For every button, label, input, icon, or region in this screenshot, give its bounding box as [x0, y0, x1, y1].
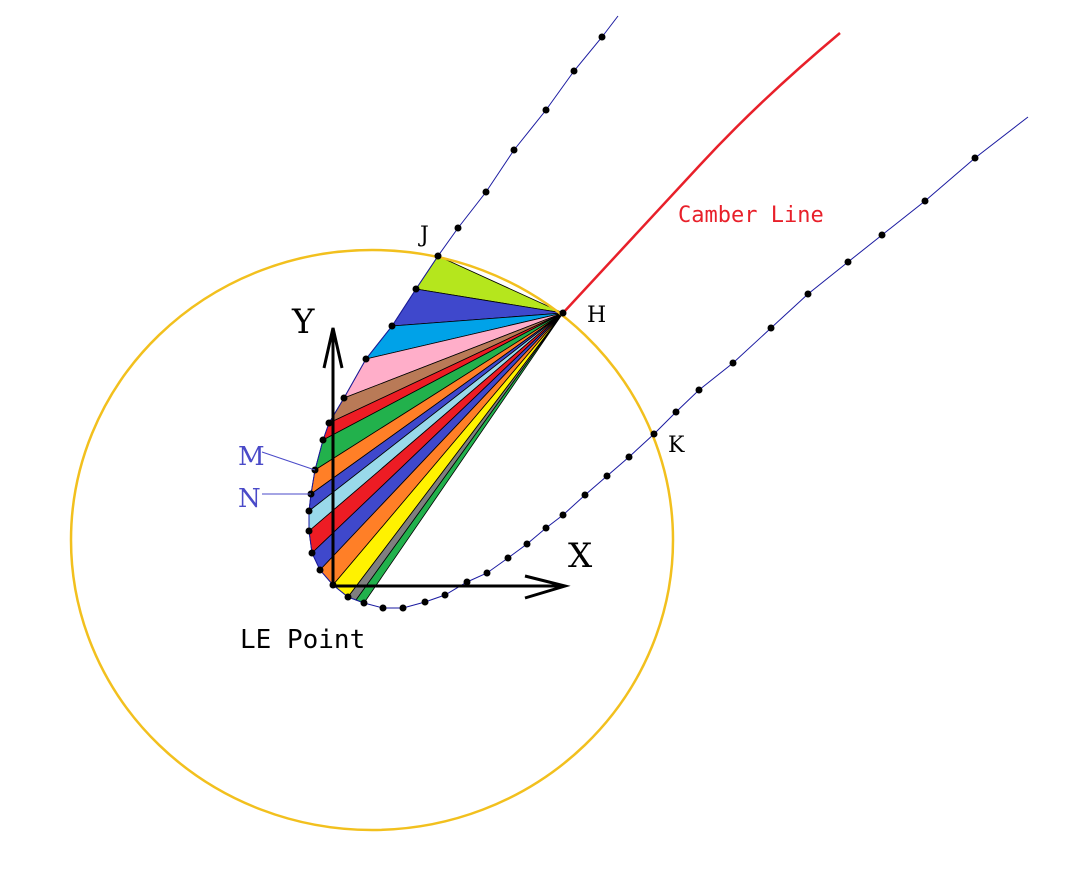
- surface-point-dot: [971, 154, 979, 162]
- y-axis-label: Y: [291, 302, 315, 342]
- surface-point-dot: [729, 359, 737, 367]
- surface-point-dot: [695, 386, 703, 394]
- surface-point-dot: [504, 554, 512, 562]
- surface-point-dot: [305, 527, 313, 535]
- surface-point-dot: [559, 309, 567, 317]
- point-n-label: N: [238, 484, 261, 514]
- surface-point-dot: [362, 355, 370, 363]
- surface-point-dot: [316, 566, 324, 574]
- surface-point-dot: [767, 324, 775, 332]
- x-axis-arrow: [333, 574, 571, 600]
- surface-point-dot: [598, 33, 606, 41]
- surface-point-dot: [581, 491, 589, 499]
- surface-point-dot: [672, 408, 680, 416]
- surface-point-dot: [570, 67, 578, 75]
- surface-points: [305, 33, 979, 612]
- point-h-label: H: [587, 303, 606, 328]
- triangle-fan: [308, 255, 564, 604]
- surface-point-dot: [441, 591, 449, 599]
- y-axis-arrow: [322, 327, 344, 586]
- m-leader-line: [261, 451, 316, 471]
- surface-point-dot: [523, 540, 531, 548]
- surface-point-dot: [542, 524, 550, 532]
- surface-point-dot: [454, 224, 462, 232]
- surface-point-dot: [308, 549, 316, 557]
- camber-line-label: Camber Line: [678, 203, 824, 228]
- point-k-label: K: [668, 433, 685, 458]
- surface-point-dot: [344, 593, 352, 601]
- surface-point-dot: [340, 394, 348, 402]
- surface-point-dot: [804, 290, 812, 298]
- camber-line: [562, 32, 841, 314]
- surface-point-dot: [463, 578, 471, 586]
- surface-point-dot: [319, 436, 327, 444]
- surface-point-dot: [878, 231, 886, 239]
- surface-point-dot: [379, 604, 387, 612]
- surface-point-dot: [421, 598, 429, 606]
- surface-point-dot: [603, 472, 611, 480]
- surface-point-dot: [559, 511, 567, 519]
- le-point-label: LE Point: [240, 625, 365, 655]
- surface-point-dot: [483, 569, 491, 577]
- surface-point-dot: [412, 285, 420, 293]
- surface-point-dot: [650, 430, 658, 438]
- surface-point-dot: [510, 146, 518, 154]
- surface-point-dot: [625, 453, 633, 461]
- reference-circle: [69, 248, 675, 832]
- surface-point-dot: [434, 252, 442, 260]
- surface-point-dot: [388, 322, 396, 330]
- surface-point-dot: [399, 604, 407, 612]
- surface-point-dot: [921, 197, 929, 205]
- surface-point-dot: [360, 599, 368, 607]
- x-axis-label: X: [568, 536, 593, 576]
- point-m-label: M: [238, 442, 265, 472]
- surface-point-dot: [482, 188, 490, 196]
- surface-point-dot: [542, 106, 550, 114]
- surface-point-dot: [305, 507, 313, 515]
- surface-point-dot: [844, 258, 852, 266]
- surface-point-dot: [325, 419, 333, 427]
- point-j-label: J: [418, 223, 429, 248]
